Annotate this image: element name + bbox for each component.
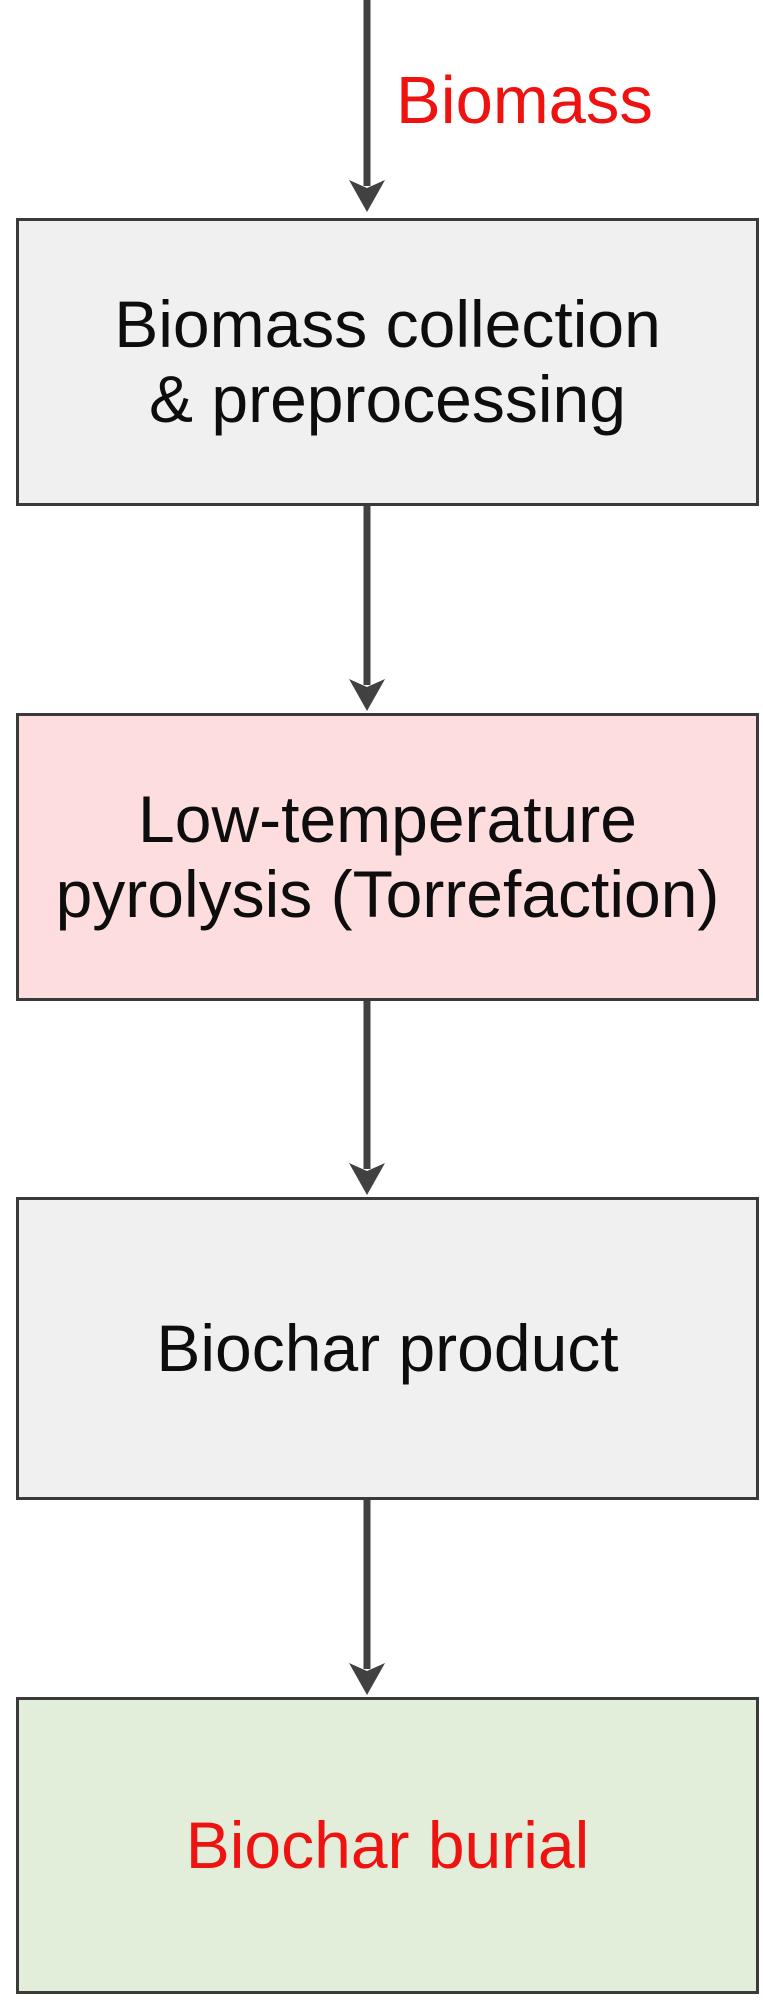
input-flow-label: Biomass [396, 63, 653, 138]
node-label-line: Biochar burial [185, 1808, 590, 1882]
arrow-collection-to-pyrolysis [349, 505, 385, 711]
node-label-line: Low-temperature [138, 782, 637, 856]
node-label-line: Biochar product [156, 1311, 619, 1385]
arrow-head-icon [349, 180, 385, 212]
arrow-head-icon [349, 1163, 385, 1195]
arrow-head-icon [349, 679, 385, 711]
arrow-product-to-burial [349, 1499, 385, 1695]
node-biomass-collection: Biomass collection & preprocessing [16, 218, 759, 506]
node-low-temperature-pyrolysis: Low-temperature pyrolysis (Torrefaction) [16, 713, 759, 1001]
node-label-line: & preprocessing [149, 362, 626, 436]
arrow-biomass-input [349, 0, 385, 212]
arrow-head-icon [349, 1663, 385, 1695]
node-label-line: pyrolysis (Torrefaction) [55, 857, 720, 931]
arrow-pyrolysis-to-product [349, 1000, 385, 1195]
node-biochar-burial: Biochar burial [16, 1697, 759, 1994]
node-biochar-product: Biochar product [16, 1197, 759, 1500]
node-label-line: Biomass collection [114, 287, 661, 361]
